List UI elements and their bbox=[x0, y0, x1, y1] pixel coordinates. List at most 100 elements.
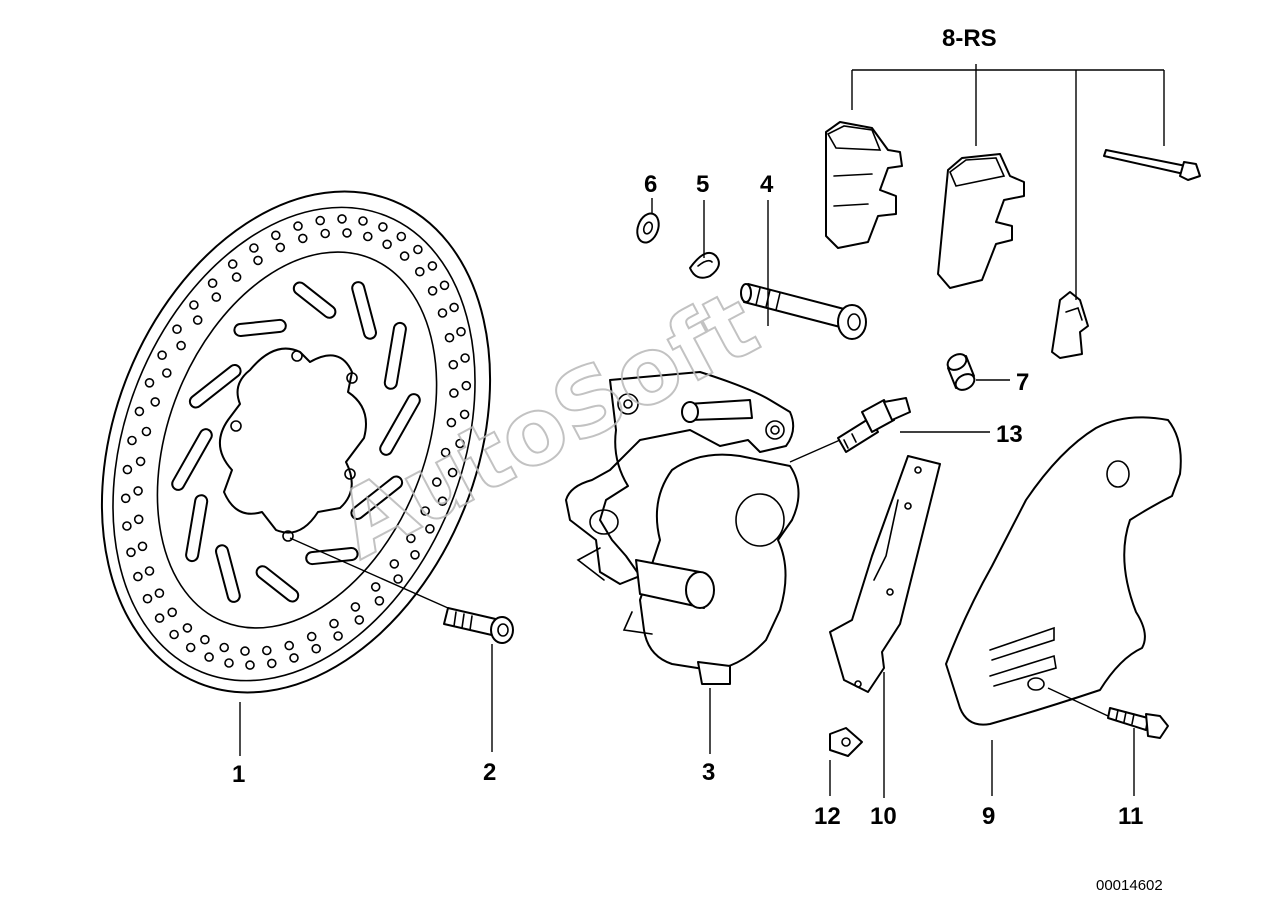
disc-hole bbox=[185, 642, 196, 653]
disc-hole bbox=[297, 233, 308, 244]
disc-hole bbox=[389, 559, 400, 569]
label-part-4: 4 bbox=[760, 171, 774, 198]
disc-hole bbox=[122, 464, 133, 475]
disc-hole bbox=[444, 332, 455, 343]
disc-hole bbox=[126, 547, 136, 558]
disc-hole bbox=[293, 221, 303, 231]
disc-hole bbox=[137, 541, 148, 552]
disc-hole bbox=[120, 493, 131, 504]
hex-bolt-part-11 bbox=[1107, 707, 1169, 739]
disc-hole bbox=[224, 658, 234, 668]
disc-hole bbox=[320, 228, 331, 239]
disc-hole bbox=[446, 417, 457, 428]
disc-hole bbox=[427, 285, 438, 296]
brake-pad-set-part-8-rs bbox=[825, 121, 1201, 359]
disc-hole bbox=[133, 514, 144, 525]
part-labels: 1 2 3 4 5 6 7 8-RS 9 10 11 12 13 bbox=[232, 25, 1143, 830]
disc-slot-inner bbox=[217, 546, 239, 601]
disc-hole bbox=[449, 388, 459, 398]
disc-hole bbox=[329, 618, 339, 629]
disc-hole bbox=[333, 631, 343, 641]
disc-hole bbox=[342, 228, 352, 238]
brake-caliper-part-3 bbox=[565, 371, 800, 685]
drawing-number: 00014602 bbox=[1096, 877, 1163, 894]
disc-hole bbox=[374, 595, 385, 606]
disc-slot-inner bbox=[294, 283, 335, 317]
label-part-2: 2 bbox=[483, 759, 496, 786]
disc-slot-inner bbox=[381, 395, 419, 454]
disc-hole bbox=[211, 292, 222, 302]
disc-hole bbox=[167, 607, 177, 618]
disc-hole bbox=[378, 222, 388, 232]
disc-hole bbox=[337, 214, 347, 224]
disc-hole bbox=[141, 426, 152, 437]
disc-hole bbox=[182, 623, 193, 633]
disc-hole bbox=[176, 340, 186, 351]
sleeve-part-7 bbox=[946, 353, 976, 391]
label-part-13: 13 bbox=[996, 421, 1023, 448]
disc-hole bbox=[200, 634, 210, 645]
disc-hole bbox=[311, 643, 322, 654]
disc-slot-inner bbox=[187, 496, 207, 561]
label-part-10: 10 bbox=[870, 803, 897, 830]
disc-hole bbox=[266, 658, 277, 669]
disc-hole bbox=[437, 496, 448, 507]
disc-hole bbox=[219, 642, 229, 653]
disc-hole bbox=[135, 456, 146, 467]
disc-hole bbox=[358, 216, 368, 226]
disc-hole bbox=[192, 315, 203, 325]
disc-hole bbox=[399, 251, 410, 261]
disc-slot-inner bbox=[385, 323, 405, 388]
pad-retaining-pin bbox=[1103, 149, 1201, 181]
washer-part-6 bbox=[636, 212, 660, 244]
disc-hole bbox=[456, 326, 466, 337]
disc-hole bbox=[440, 447, 451, 458]
disc-hole bbox=[439, 280, 450, 291]
disc-hole bbox=[261, 645, 272, 656]
disc-hole bbox=[459, 409, 470, 420]
disc-hole bbox=[142, 593, 153, 604]
disc-hole bbox=[315, 215, 326, 226]
brake-pad-left bbox=[825, 121, 903, 249]
label-part-12: 12 bbox=[814, 803, 841, 830]
brake-disc-part-1 bbox=[100, 190, 492, 694]
disc-hole bbox=[420, 506, 431, 516]
caliper-bracket bbox=[565, 371, 795, 585]
caliper-body bbox=[639, 453, 800, 671]
disc-hole bbox=[157, 350, 167, 361]
disc-hole bbox=[245, 660, 255, 670]
disc-hole bbox=[162, 368, 172, 378]
disc-hole bbox=[455, 438, 465, 449]
disc-hole bbox=[144, 566, 155, 576]
label-part-9: 9 bbox=[982, 803, 995, 830]
disc-slot-inner bbox=[190, 366, 240, 407]
disc-hole bbox=[270, 230, 281, 241]
disc-hole bbox=[414, 266, 425, 277]
disc-vent-holes bbox=[120, 214, 472, 670]
disc-hole bbox=[284, 640, 295, 651]
disc-slot-inner bbox=[352, 477, 402, 518]
disc-hole bbox=[354, 615, 365, 625]
disc-hole bbox=[393, 574, 403, 584]
label-part-3: 3 bbox=[702, 759, 715, 786]
disc-hole bbox=[169, 629, 179, 640]
disc-hole bbox=[154, 613, 165, 623]
disc-hole bbox=[134, 406, 145, 417]
disc-hole bbox=[410, 549, 420, 560]
disc-hole bbox=[362, 231, 373, 242]
disc-hole bbox=[460, 353, 470, 363]
disc-hole bbox=[431, 477, 442, 487]
label-part-7: 7 bbox=[1016, 369, 1029, 396]
disc-hole bbox=[154, 588, 165, 599]
disc-hole bbox=[240, 646, 250, 656]
disc-hole bbox=[133, 486, 143, 496]
disc-hole bbox=[447, 467, 458, 478]
disc-hole bbox=[437, 308, 448, 318]
disc-hole bbox=[231, 272, 242, 282]
disc-hole bbox=[133, 571, 143, 582]
pad-spring-plate bbox=[1051, 291, 1089, 359]
brake-pad-right bbox=[937, 153, 1025, 289]
disc-hole bbox=[122, 521, 132, 531]
disc-hole bbox=[127, 435, 137, 446]
